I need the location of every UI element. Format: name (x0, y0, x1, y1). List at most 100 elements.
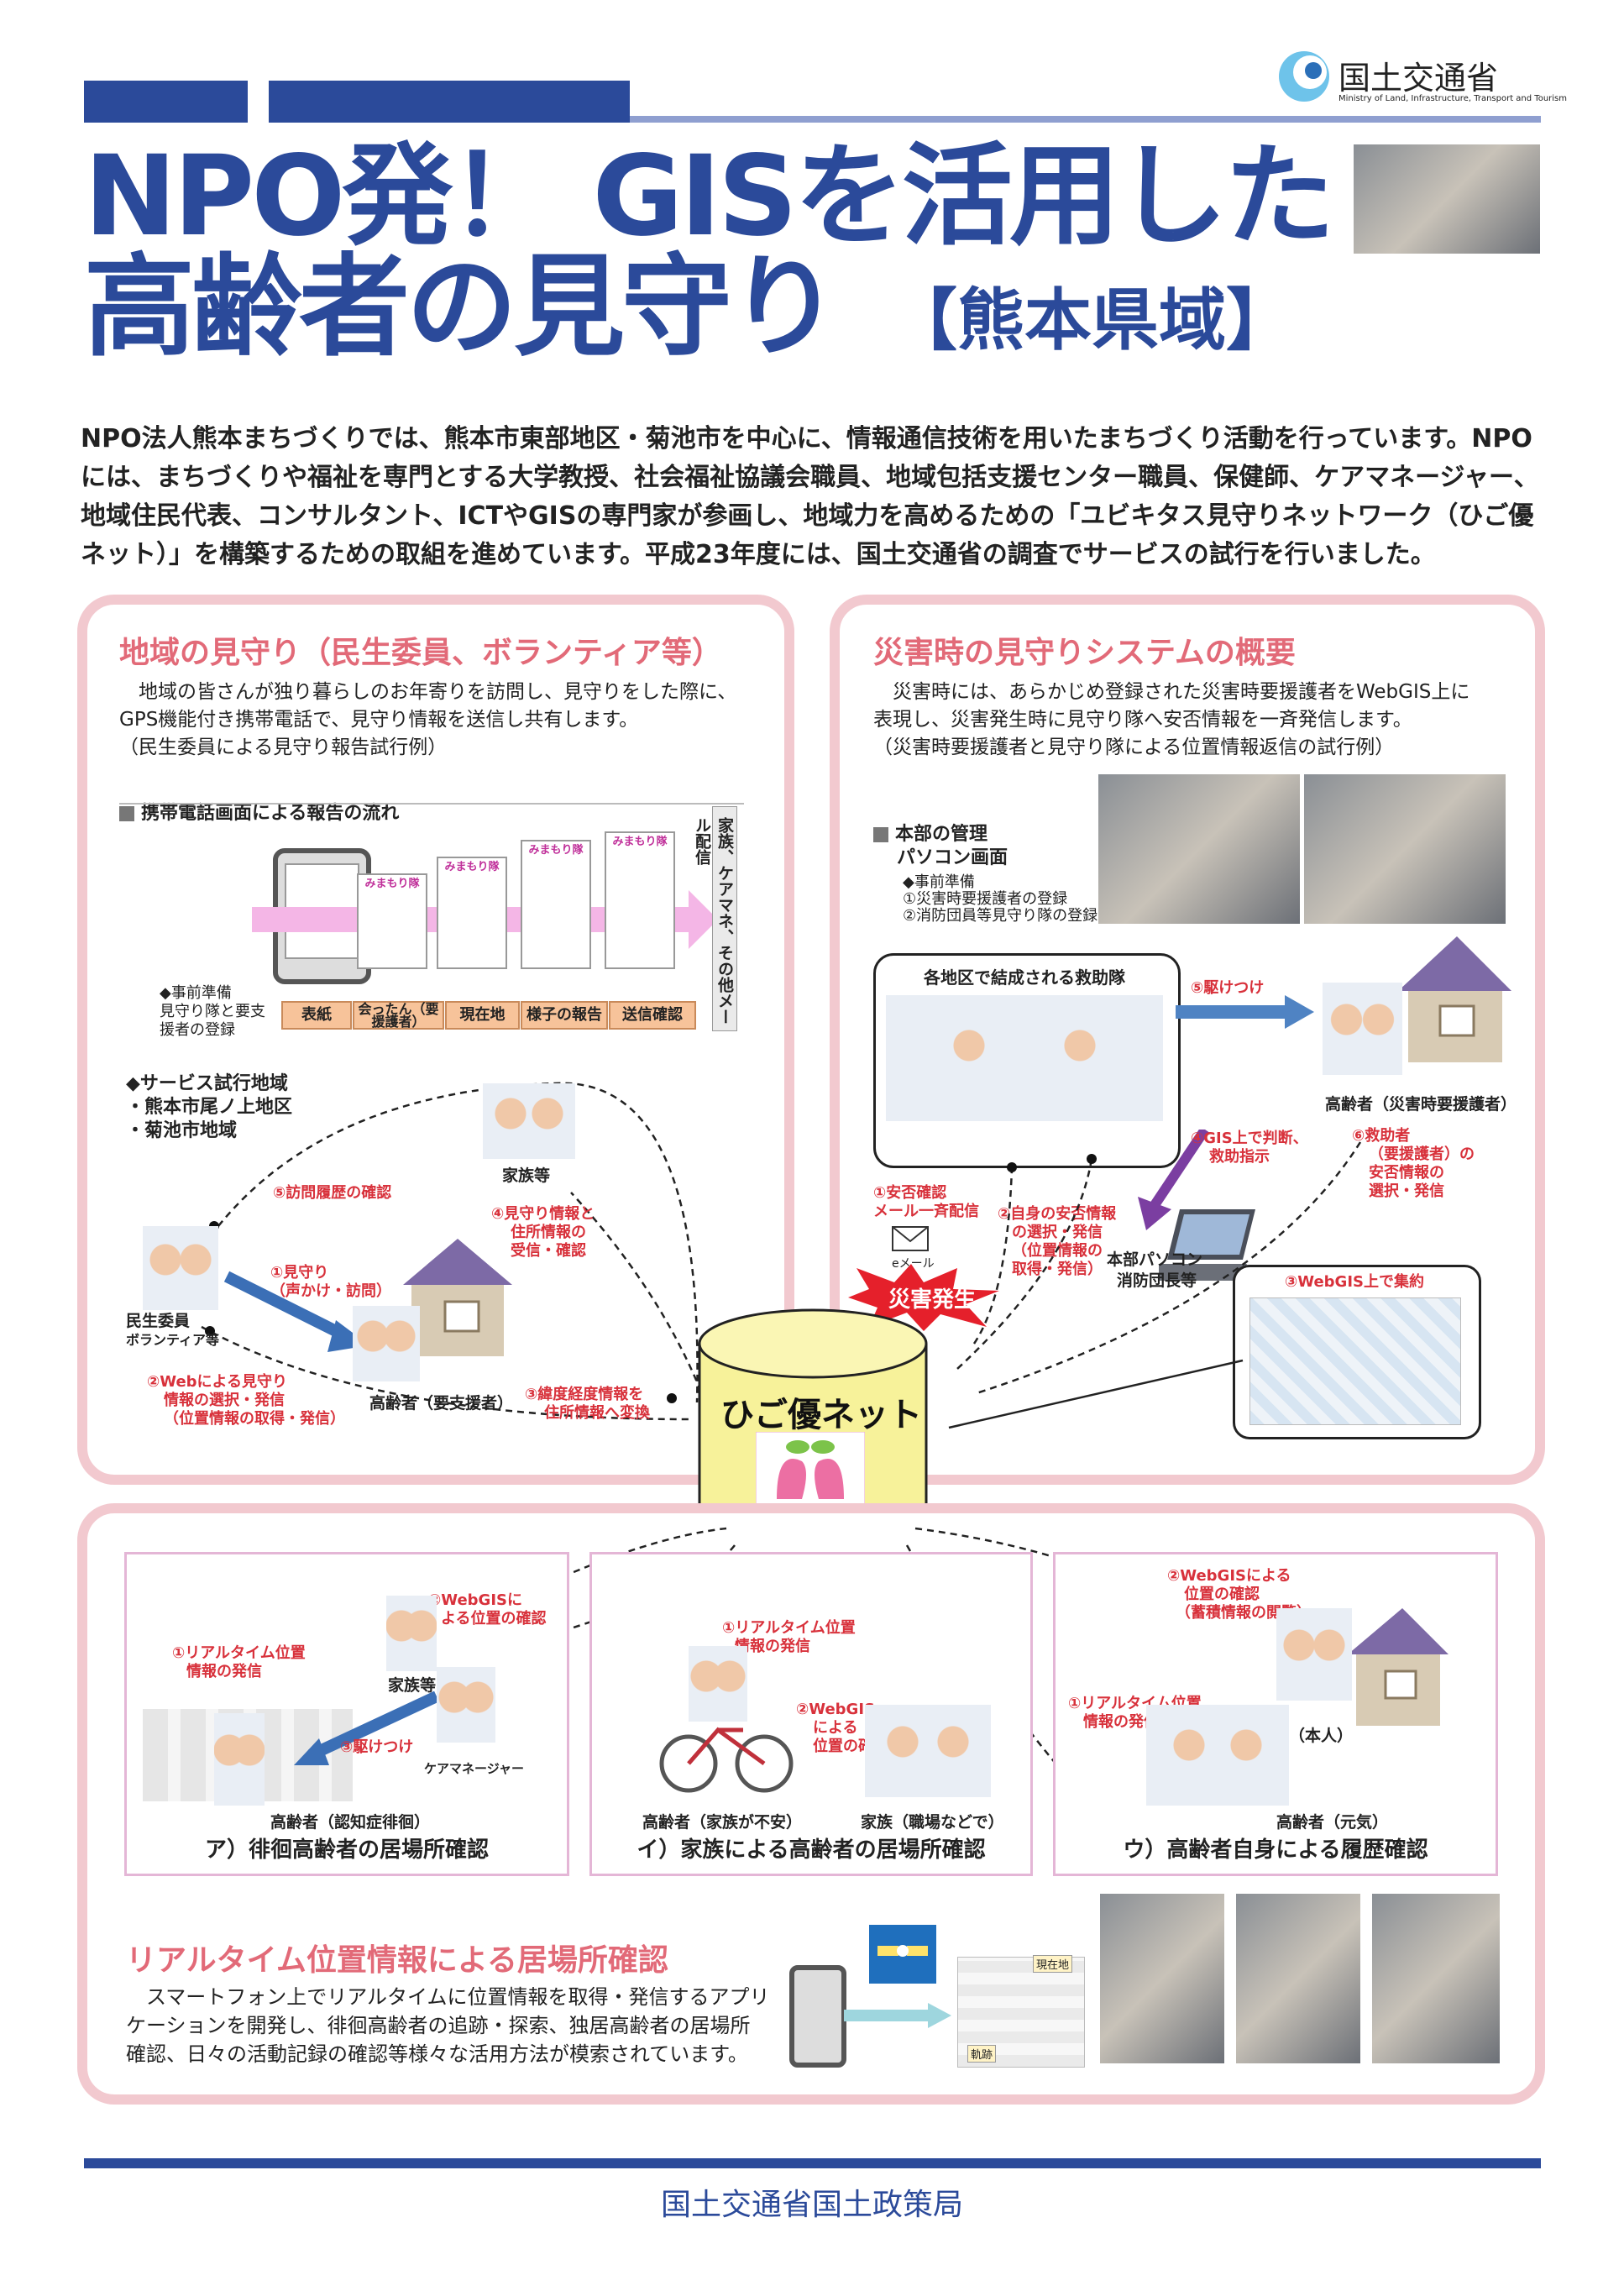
b-family-illustration (865, 1705, 991, 1797)
page-title-line-1: NPO発！ GISを活用した (84, 132, 1335, 261)
right-step-2a: ②自身の安否情報 (998, 1205, 1117, 1223)
right-step-2d: 取得・発信） (1012, 1261, 1103, 1278)
right-panel-body-1: 災害時には、あらかじめ登録された災害時要援護者をWebGIS上に (873, 681, 1470, 703)
map-track-label: 軌跡 (967, 2045, 997, 2063)
header-bar-1 (84, 81, 248, 123)
left-panel-body-2: GPS機能付き携帯電話で、見守り情報を送信し共有します。 (119, 709, 639, 731)
smartphone-icon (789, 1965, 846, 2068)
b-family-label: 家族（職場などで） (861, 1813, 1004, 1832)
a-step-3: ③駆けつけ (340, 1738, 414, 1756)
family-label: 家族等 (502, 1166, 551, 1185)
hq-heading-2: パソコン画面 (897, 847, 1008, 868)
b-step-1a: ①リアルタイム位置 (722, 1619, 856, 1637)
ministry-logo-sub: Ministry of Land, Infrastructure, Transp… (1338, 94, 1568, 103)
volunteer-label-1: 民生委員 (126, 1312, 191, 1330)
map-arrow-icon (844, 2003, 951, 2028)
c-step-2a: ②WebGISによる (1167, 1567, 1291, 1585)
right-step-1a: ①安否確認 (873, 1184, 947, 1202)
ministry-logo: 国土交通省 Ministry of Land, Infrastructure, … (1275, 44, 1567, 111)
satellite-icon (869, 1925, 936, 1984)
gis-instruction-arrow-icon (1138, 1130, 1209, 1230)
right-step-4b: 救助指示 (1209, 1148, 1270, 1166)
c-house-icon (1348, 1608, 1449, 1726)
prep-line-1: ◆事前準備 (160, 984, 232, 1002)
left-panel-body-1: 地域の皆さんが独り暮らしのお年寄りを訪問し、見守りをした際に、 (119, 681, 737, 703)
page-title-line-2: 高齢者の見守り (84, 243, 840, 372)
flow-step-3: 現在地 (445, 1001, 520, 1030)
prep-line-2: 見守り隊と要支 (160, 1003, 265, 1020)
ministry-logo-icon (1279, 51, 1329, 102)
flow-step-4: 様子の報告 (521, 1001, 608, 1030)
realtime-body-3: 確認、日々の活動記録の確認等様々な活用方法が模索されています。 (126, 2042, 748, 2066)
family-illustration (483, 1083, 575, 1159)
a-elder-illustration (214, 1713, 265, 1806)
a-care-manager-label: ケアマネージャー (424, 1761, 524, 1776)
b-step-2b: による (813, 1719, 858, 1737)
map-current-label: 現在地 (1033, 1955, 1073, 1973)
left-step-3b: 住所情報へ変換 (544, 1404, 650, 1422)
area-2: ・菊池市地域 (126, 1120, 238, 1141)
left-step-2c: （位置情報の取得・発信） (164, 1410, 345, 1428)
c-self-label: （本人） (1289, 1727, 1354, 1745)
app-screen-3: みまもり隊 (521, 840, 591, 969)
disaster-label: 災害発生 (888, 1287, 977, 1313)
square-bullet-icon (873, 827, 888, 842)
b-step-1b: 情報の発信 (735, 1638, 810, 1655)
disaster-burst-icon (848, 1264, 999, 1331)
email-icon (892, 1226, 929, 1251)
house-icon (403, 1239, 512, 1356)
right-step-2b: の選択・発信 (1012, 1224, 1103, 1241)
disaster-drill-photo-2 (1304, 774, 1506, 924)
c-elder-label: 高齢者（元気） (1276, 1813, 1389, 1832)
hq-heading-text: 本部の管理 (895, 824, 988, 845)
left-step-1b: （声かけ・訪問） (270, 1282, 391, 1300)
right-step-6a: ⑥救助者 (1352, 1127, 1411, 1145)
b-elder-label: 高齢者（家族が不安） (642, 1813, 803, 1832)
c-step-2b: 位置の確認 (1184, 1586, 1260, 1603)
a-care-manager-illustration (437, 1667, 495, 1743)
flow-heading: 携帯電話画面による報告の流れ (119, 798, 399, 825)
usage-photo-1 (1100, 1894, 1224, 2063)
left-step-5: ⑤訪問履歴の確認 (273, 1184, 392, 1202)
intro-text: NPO法人熊本まちづくりでは、熊本市東部地区・菊池市を中心に、情報通信技術を用い… (81, 424, 1539, 569)
right-panel-title: 災害時の見守りシステムの概要 (873, 636, 1296, 670)
right-panel-body-3: （災害時要援護者と見守り隊による位置情報返信の試行例） (873, 737, 1395, 758)
flow-step-2: 会ったん（要援護者） (353, 1001, 444, 1030)
usage-photo-3 (1372, 1894, 1500, 2063)
gis-map-image (1249, 1297, 1461, 1425)
header-photo (1354, 144, 1540, 254)
left-panel-title: 地域の見守り（民生委員、ボランティア等） (119, 636, 722, 670)
realtime-title: リアルタイム位置情報による居場所確認 (126, 1943, 668, 1978)
elder-label: 高齢者（要支援者） (369, 1394, 514, 1413)
disaster-drill-photo-1 (1098, 774, 1300, 924)
app-screen-2: みまもり隊 (437, 857, 507, 969)
disaster-elder-label: 高齢者（災害時要援護者） (1325, 1095, 1517, 1114)
c-step-1b: 情報の発信 (1083, 1713, 1159, 1731)
app-screen-1: みまもり隊 (357, 873, 427, 969)
left-panel-body-3: （民生委員による見守り報告試行例） (119, 737, 448, 758)
b-caption: イ）家族による高齢者の居場所確認 (637, 1837, 986, 1863)
right-diagram-links (948, 1141, 1362, 1429)
c-caption: ウ）高齢者自身による履歴確認 (1123, 1837, 1428, 1863)
volunteer-label-2: ボランティア等 (126, 1332, 220, 1348)
footer-text: 国土交通省国土政策局 (660, 2188, 963, 2222)
bicycle-icon (659, 1727, 794, 1793)
flow-step-5: 送信確認 (609, 1001, 696, 1030)
disaster-elder-illustration (1323, 983, 1402, 1075)
a-step-2b: よる位置の確認 (441, 1610, 547, 1628)
b-elder-illustration (689, 1646, 747, 1722)
realtime-body-2: ケーションを開発し、徘徊高齢者の追跡・探索、独居高齢者の居場所 (126, 2014, 751, 2037)
rescue-team-illustration (886, 995, 1163, 1121)
left-step-4c: 受信・確認 (511, 1242, 586, 1260)
hq-pc-label-2: 消防団長等 (1117, 1271, 1197, 1290)
right-step-3: ③WebGIS上で集約 (1285, 1273, 1424, 1291)
higo-net-logo-icon (756, 1432, 865, 1507)
right-step-1b: メール一斉配信 (873, 1203, 979, 1220)
rescue-arrow-icon (1176, 995, 1314, 1029)
hq-prep-1: ①災害時要援護者の登録 (903, 890, 1068, 908)
flow-step-1: 表紙 (281, 1001, 352, 1030)
right-step-6d: 選択・発信 (1369, 1182, 1444, 1200)
hq-prep: ◆事前準備 (903, 873, 975, 891)
usage-photo-2 (1236, 1894, 1360, 2063)
a-elder-label: 高齢者（認知症徘徊） (270, 1813, 431, 1832)
